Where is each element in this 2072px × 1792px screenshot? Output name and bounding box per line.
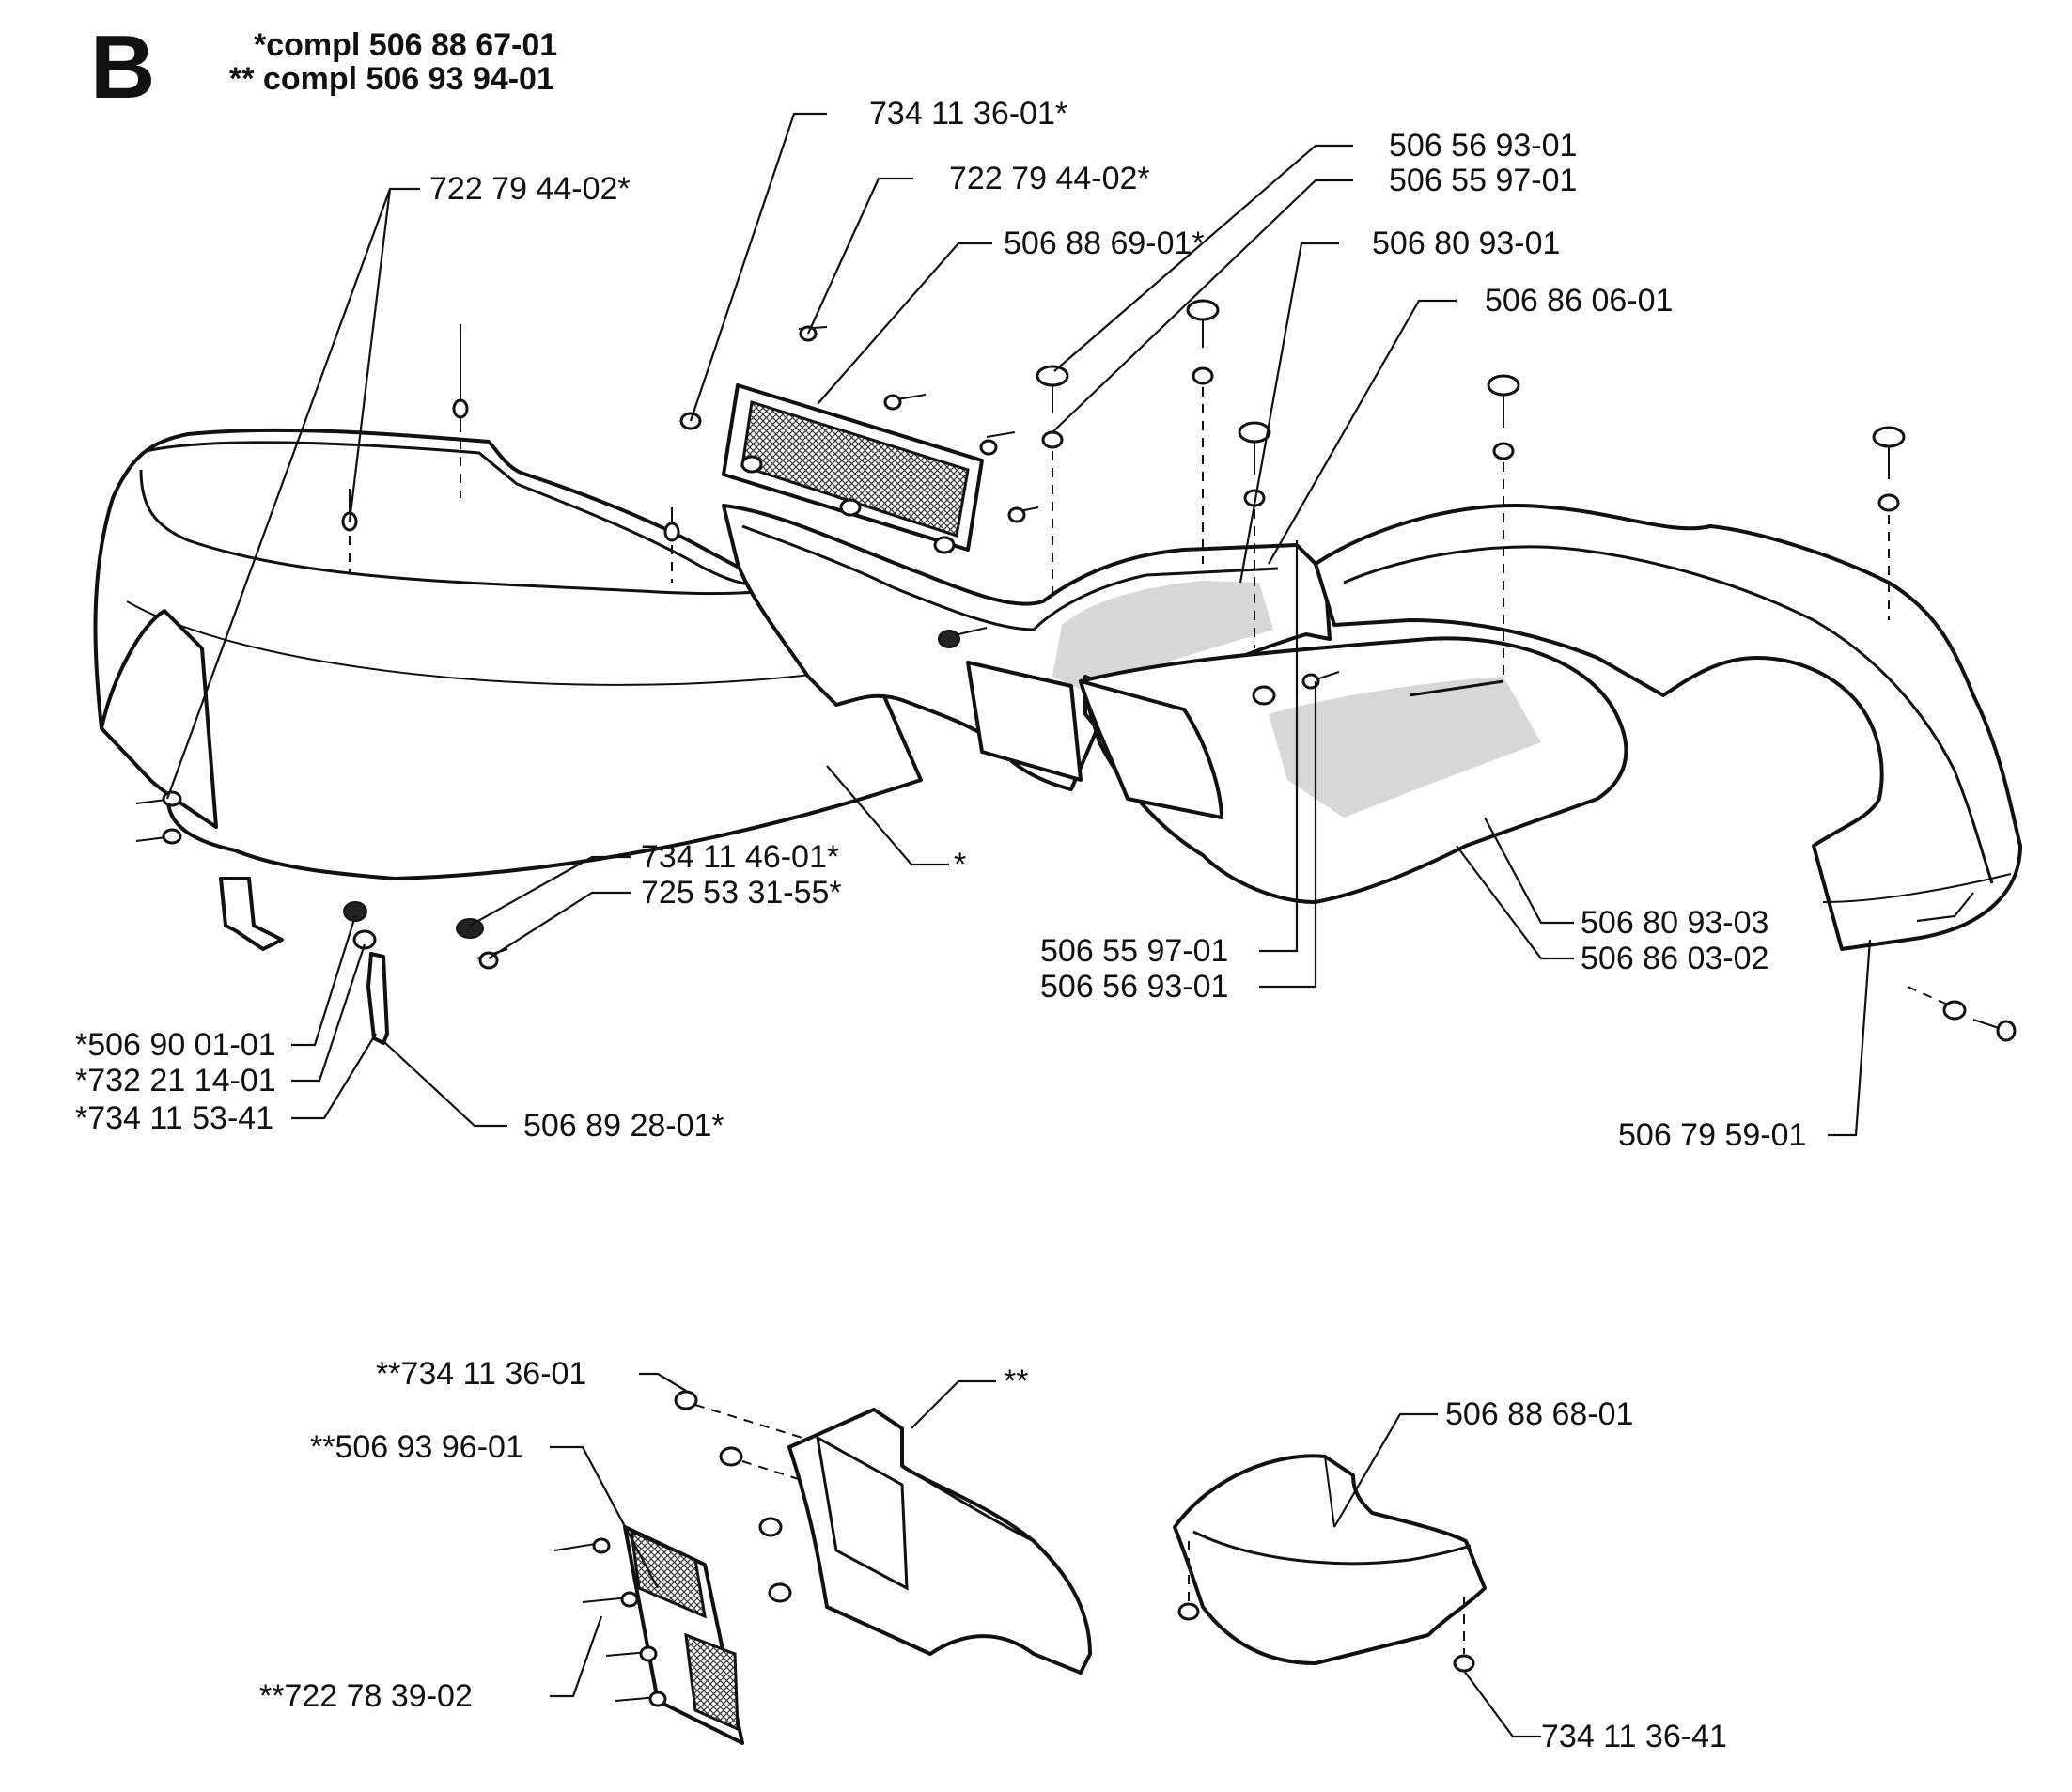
right-shroud-part — [1314, 504, 2022, 951]
part-label: **734 11 36-01 — [376, 1356, 587, 1392]
grille-panel-part — [722, 383, 984, 554]
part-label: 722 79 44-02* — [429, 171, 631, 207]
part-label: *732 21 14-01 — [75, 1063, 276, 1099]
bowl-part — [1173, 1454, 1487, 1673]
part-label: 734 11 36-41 — [1541, 1719, 1727, 1754]
part-label: 506 55 97-01 — [1389, 163, 1578, 198]
part-label: *734 11 53-41 — [75, 1100, 274, 1136]
part-label: **722 78 39-02 — [259, 1678, 473, 1714]
part-label: ** — [1004, 1363, 1029, 1399]
leader-lines — [165, 112, 1974, 1738]
part-label: * — [954, 847, 967, 882]
part-label: 506 86 06-01 — [1485, 283, 1674, 319]
part-label: 506 55 97-01 — [1040, 933, 1229, 969]
part-label: 734 11 36-01* — [869, 96, 1068, 132]
part-label: 722 79 44-02* — [949, 161, 1150, 196]
part-label: 506 80 93-01 — [1372, 226, 1561, 261]
left-cowl-part — [93, 428, 923, 880]
knob-hardware — [679, 299, 2017, 1042]
lower-cowl-part — [787, 1408, 1092, 1675]
assembly-note-2: ** compl 506 93 94-01 — [229, 61, 554, 97]
part-label: 506 88 68-01 — [1445, 1396, 1634, 1432]
part-label: **506 93 96-01 — [310, 1429, 523, 1465]
section-letter: B — [90, 17, 156, 117]
part-label: 506 88 69-01* — [1004, 226, 1205, 261]
part-label: 725 53 31-55* — [641, 875, 842, 911]
part-label: 506 89 28-01* — [523, 1108, 724, 1144]
part-label: 506 56 93-01 — [1040, 969, 1229, 1005]
seat-tray-part — [1079, 636, 1628, 904]
part-label: 506 86 03-02 — [1581, 941, 1769, 976]
part-label: *506 90 01-01 — [75, 1027, 276, 1063]
part-label: 506 56 93-01 — [1389, 128, 1578, 164]
part-label: 506 80 93-03 — [1581, 905, 1769, 941]
part-label: 506 79 59-01 — [1618, 1117, 1807, 1153]
left-cowl-hardware — [135, 324, 680, 1045]
assembly-note-1: *compl 506 88 67-01 — [254, 27, 558, 63]
part-label: 734 11 46-01* — [641, 839, 840, 875]
